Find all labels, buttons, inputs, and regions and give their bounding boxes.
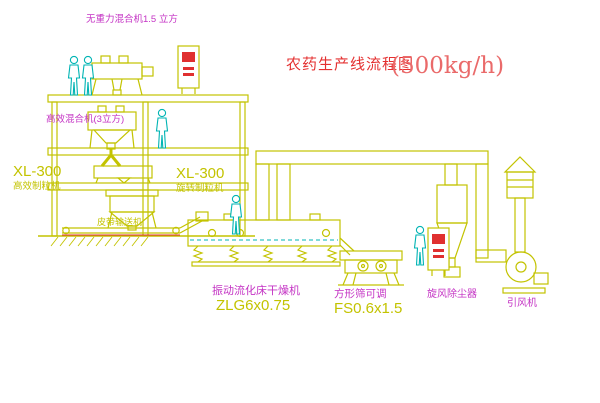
operator-figure [67, 55, 81, 96]
building-structure [38, 94, 255, 237]
discharge-bin [105, 189, 159, 231]
diagram-title-capacity: (500kg/h) [391, 53, 504, 79]
label-granulator-left-model: XL-300 [13, 163, 61, 180]
fluid-bed-dryer [187, 211, 355, 267]
rotary-granulator [93, 165, 153, 184]
label-granulator-mid-model: XL-300 [176, 165, 224, 182]
high-efficiency-mixer [87, 105, 137, 150]
operator-figure [81, 55, 95, 96]
label-top-mixer: 无重力混合机1.5 立方 [86, 13, 178, 25]
induced-draft-fan [502, 197, 549, 294]
operator-figure [155, 108, 169, 149]
control-cabinet-lower [427, 227, 450, 277]
exhaust-stack-cap [503, 156, 537, 199]
label-cyclone: 旋风除尘器 [427, 287, 477, 300]
label-granulator-left-name: 高效制粒机 [13, 180, 61, 192]
belt-conveyor [62, 216, 203, 235]
y-branch-chute [100, 149, 122, 167]
label-dryer-model: ZLG6x0.75 [216, 297, 290, 314]
label-dryer-name: 振动流化床干燥机 [212, 283, 300, 297]
label-sieve-name: 方形筛可调 [334, 287, 387, 300]
ground-hatch [50, 236, 149, 247]
diagram-title: 农药生产线流程图 [286, 56, 414, 73]
control-cabinet-upper [177, 45, 200, 95]
zero-gravity-mixer [91, 55, 154, 96]
label-fan: 引风机 [507, 296, 537, 309]
square-sieve [338, 250, 404, 286]
label-sieve-model: FS0.6x1.5 [334, 300, 402, 317]
label-belt-conveyor: 皮带输送机 [97, 216, 142, 227]
exhaust-ducting [255, 150, 507, 263]
label-mixer2: 高效混合机(3立方) [46, 113, 124, 125]
operator-figure [413, 225, 427, 266]
label-granulator-mid-name: 旋转制粒机 [176, 182, 224, 194]
